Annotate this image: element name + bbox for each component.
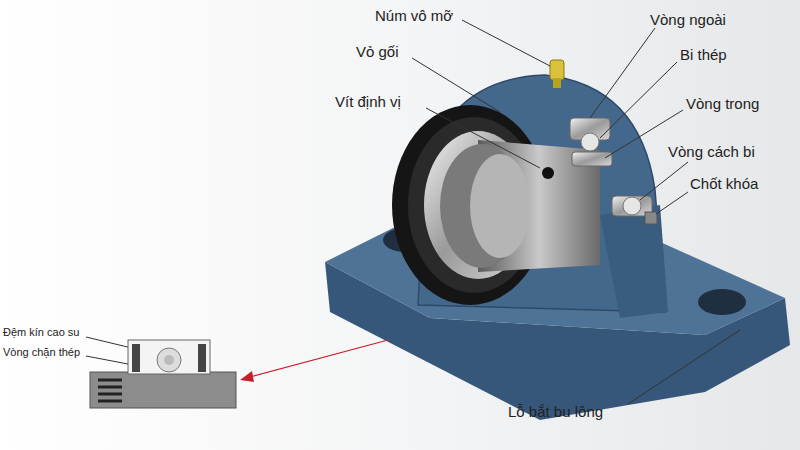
set-screw	[542, 167, 554, 179]
locking-pin	[645, 212, 657, 224]
part-label: Vỏ gối	[356, 44, 399, 61]
part-label: Vòng trong	[686, 96, 759, 113]
part-label: Vít định vị	[335, 94, 401, 111]
part-label: Lỗ bắt bu lông	[508, 404, 603, 421]
leader-lines	[86, 20, 740, 404]
grease-nipple	[550, 60, 564, 80]
part-label: Vòng cách bi	[668, 144, 755, 161]
steel-ball	[623, 197, 641, 215]
grease-nipple-base	[553, 78, 561, 88]
part-label: Đệm kín cao su	[3, 326, 79, 338]
part-label: Vòng chặn thép	[3, 346, 80, 358]
cut-inner-ring	[572, 152, 612, 166]
pointer-arrowhead	[240, 371, 254, 382]
pointer-arrow	[250, 340, 388, 377]
part-label: Chốt khóa	[690, 176, 758, 193]
part-label: Núm vô mỡ	[375, 8, 453, 25]
bolt-hole	[698, 289, 746, 315]
outer-ring	[392, 105, 548, 305]
seal-section-inset	[90, 340, 236, 408]
part-label: Bi thép	[680, 47, 727, 64]
steel-ball	[581, 133, 599, 151]
part-label: Vòng ngoài	[650, 12, 726, 29]
housing-side	[600, 205, 668, 318]
bore-inner	[470, 154, 530, 258]
